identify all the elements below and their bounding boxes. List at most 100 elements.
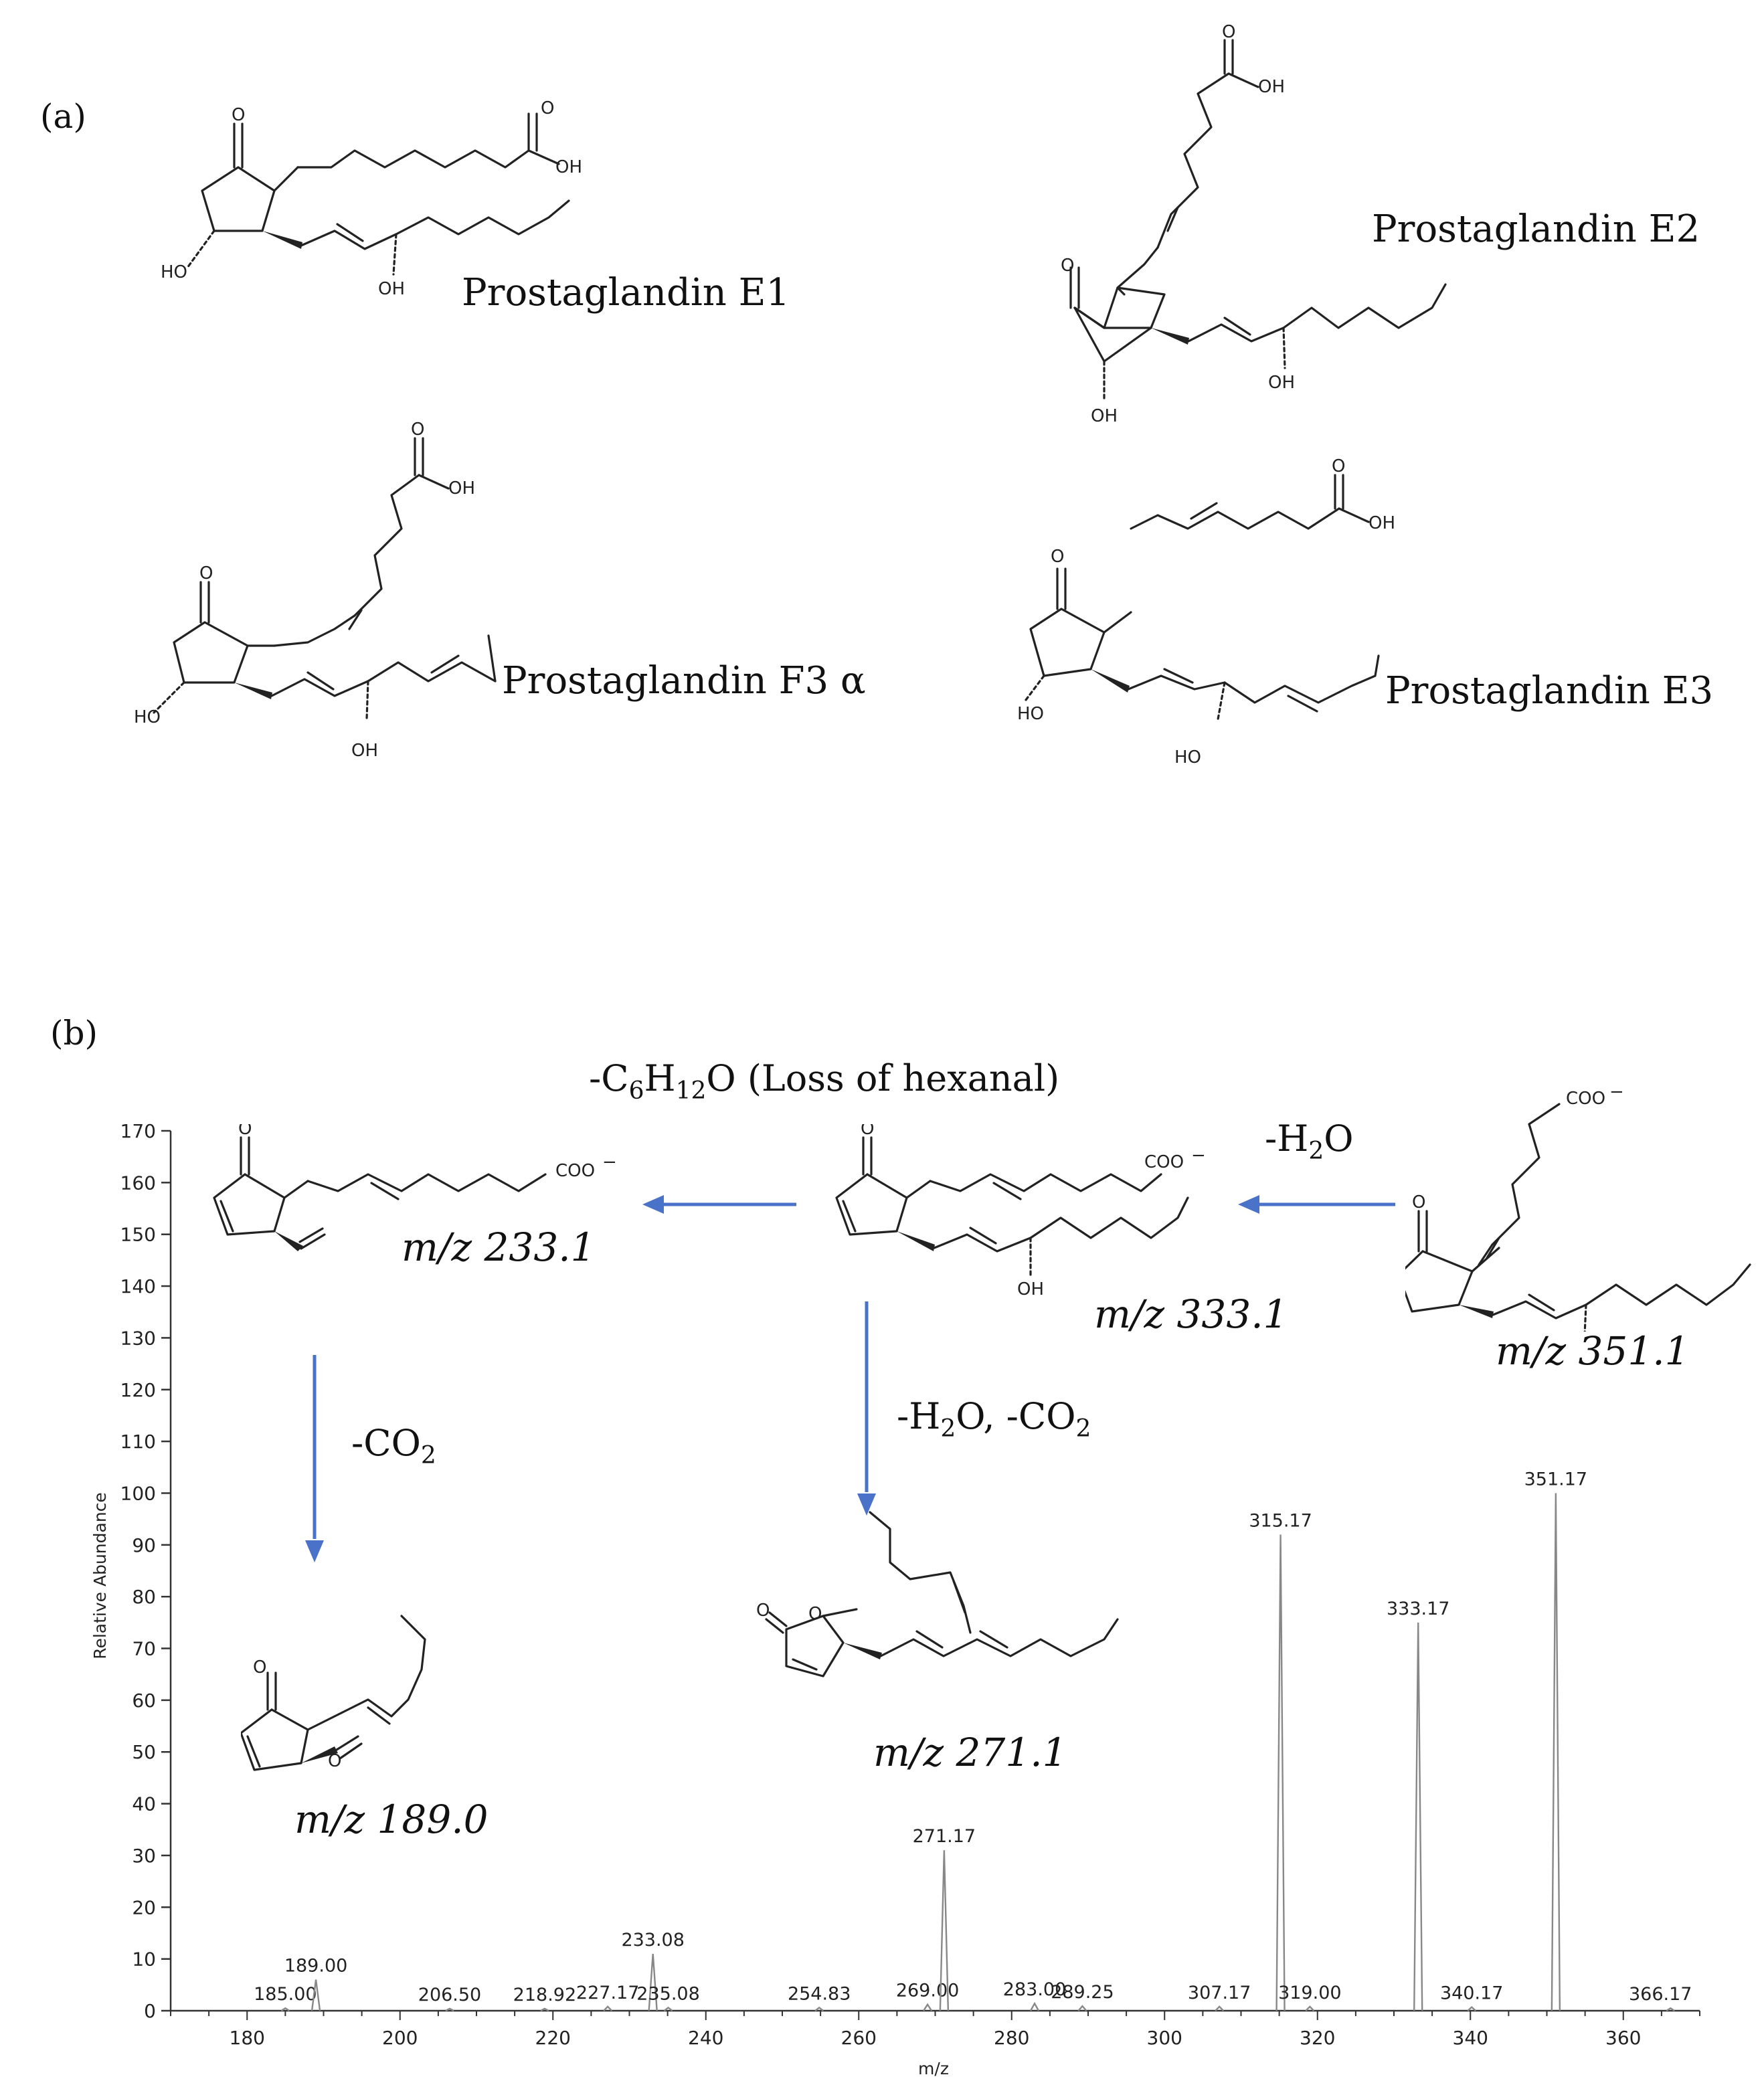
- peak-label: 227.17: [576, 1983, 639, 2003]
- y-tick-label: 40: [132, 1793, 156, 1815]
- atom-o: O: [199, 563, 213, 583]
- y-tick-label: 100: [120, 1482, 156, 1504]
- x-tick-label: 260: [841, 2027, 877, 2049]
- atom-oh: OH: [1091, 406, 1118, 426]
- atom-o: O: [253, 1657, 266, 1678]
- compound-label-pge3: Prostaglandin E3: [1385, 669, 1714, 713]
- spectrum-peak: [1077, 2005, 1087, 2011]
- fragment-label-233: m/z 233.1: [402, 1225, 596, 1270]
- loss-co2-label: -CO2: [351, 1422, 436, 1469]
- structure-pge2: O OH O OH OH: [1061, 22, 1447, 426]
- spectrum-peak: [939, 1850, 950, 2011]
- atom-ho: HO: [161, 262, 187, 282]
- atom-oh: OH: [1268, 373, 1295, 393]
- fragment-label-271: m/z 271.1: [873, 1730, 1067, 1775]
- structure-fragment-333: O COO − OH: [835, 1124, 1206, 1299]
- atom-oh: OH: [1369, 513, 1395, 533]
- spectrum-peak: [540, 2007, 549, 2012]
- spectrum-peak: [648, 1953, 658, 2011]
- x-tick-label: 220: [535, 2027, 571, 2049]
- atom-o: O: [861, 1124, 874, 1139]
- x-tick-label: 280: [994, 2027, 1029, 2049]
- peak-label: 307.17: [1188, 1983, 1251, 2003]
- atom-oh: OH: [378, 279, 405, 299]
- peak-label: 333.17: [1387, 1599, 1449, 1619]
- spectrum-peak: [1215, 2005, 1225, 2011]
- structure-fragment-271: O O: [756, 1511, 1119, 1678]
- y-tick-label: 90: [132, 1534, 156, 1556]
- spectrum-peak: [1467, 2005, 1476, 2011]
- x-tick-label: 180: [230, 2027, 265, 2049]
- atom-coo: COO: [1566, 1089, 1605, 1109]
- atom-minus: −: [602, 1152, 617, 1172]
- spectrum-peak: [1413, 1622, 1423, 2011]
- panel-a-label: (a): [40, 97, 86, 136]
- structure-fragment-189: O O: [241, 1615, 426, 1771]
- atom-o: O: [1222, 22, 1235, 42]
- spectrum-peak: [923, 2003, 933, 2011]
- y-tick-label: 60: [132, 1690, 156, 1712]
- atom-oh: OH: [1017, 1279, 1044, 1299]
- atom-o: O: [1061, 256, 1074, 276]
- y-tick-label: 140: [120, 1275, 156, 1297]
- y-tick-label: 0: [144, 2000, 156, 2022]
- loss-water-label: -H2O: [1265, 1117, 1354, 1165]
- peak-label: 271.17: [913, 1826, 976, 1847]
- spectrum-peak: [814, 2006, 824, 2011]
- loss-h2o-co2-a: -H: [897, 1395, 941, 1437]
- atom-oh: OH: [448, 478, 475, 498]
- peak-label: 351.17: [1524, 1469, 1587, 1489]
- atom-minus: −: [1191, 1146, 1206, 1166]
- structure-fragment-233: O COO −: [213, 1124, 617, 1251]
- peak-label: 235.08: [636, 1983, 699, 2004]
- arrow-left-icon: [1238, 1195, 1259, 1214]
- peak-label: 185.00: [254, 1984, 317, 2005]
- y-tick-label: 120: [120, 1379, 156, 1401]
- atom-o: O: [411, 420, 424, 440]
- atom-o: O: [756, 1601, 770, 1621]
- arrow-left-icon: [642, 1195, 664, 1214]
- x-tick-label: 300: [1147, 2027, 1182, 2049]
- panel-b-label: (b): [50, 1014, 98, 1053]
- spectrum-peak: [1666, 2007, 1675, 2012]
- x-tick-label: 360: [1605, 2027, 1641, 2049]
- peak-label: 233.08: [621, 1930, 684, 1951]
- y-tick-label: 30: [132, 1845, 156, 1867]
- peak-label: 283.00: [1003, 1979, 1066, 2000]
- loss-water-prefix: -H: [1265, 1117, 1309, 1160]
- atom-oh: OH: [1258, 77, 1285, 97]
- peak-label: 340.17: [1440, 1983, 1503, 2004]
- peak-label: 315.17: [1249, 1510, 1312, 1531]
- spectrum-peak: [445, 2007, 454, 2012]
- loss-h2o-co2-b: O, -CO: [956, 1395, 1076, 1437]
- spectrum-peak: [1305, 2005, 1315, 2011]
- atom-oh: OH: [351, 741, 378, 761]
- atom-coo: COO: [555, 1161, 595, 1181]
- spectrum-peak: [603, 2005, 613, 2011]
- atom-o: O: [238, 1124, 252, 1139]
- x-tick-label: 200: [382, 2027, 418, 2049]
- loss-water-suffix: O: [1324, 1117, 1354, 1160]
- loss-hexanal-text: (Loss of hexanal): [747, 1057, 1060, 1099]
- y-tick-label: 70: [132, 1638, 156, 1660]
- y-tick-label: 10: [132, 1948, 156, 1971]
- x-tick-label: 340: [1453, 2027, 1488, 2049]
- y-tick-label: 130: [120, 1327, 156, 1349]
- compound-label-pge1: Prostaglandin E1: [462, 271, 790, 314]
- atom-o: O: [541, 98, 554, 118]
- spectrum-peak: [1029, 2001, 1040, 2011]
- peak-label: 189.00: [284, 1956, 347, 1977]
- x-tick-label: 240: [688, 2027, 723, 2049]
- structure-pgf3a: O OH O HO OH: [134, 420, 497, 761]
- chart-axes: 0102030405060708090100110120130140150160…: [120, 1120, 1700, 2049]
- x-axis-title: m/z: [918, 2059, 949, 2078]
- atom-ho: HO: [1017, 704, 1044, 724]
- y-tick-label: 20: [132, 1896, 156, 1918]
- atom-ho: HO: [1174, 747, 1201, 767]
- atom-o: O: [1412, 1192, 1425, 1212]
- peak-label: 218.92: [513, 1985, 576, 2005]
- structure-pge1: O OH O HO OH: [161, 98, 582, 299]
